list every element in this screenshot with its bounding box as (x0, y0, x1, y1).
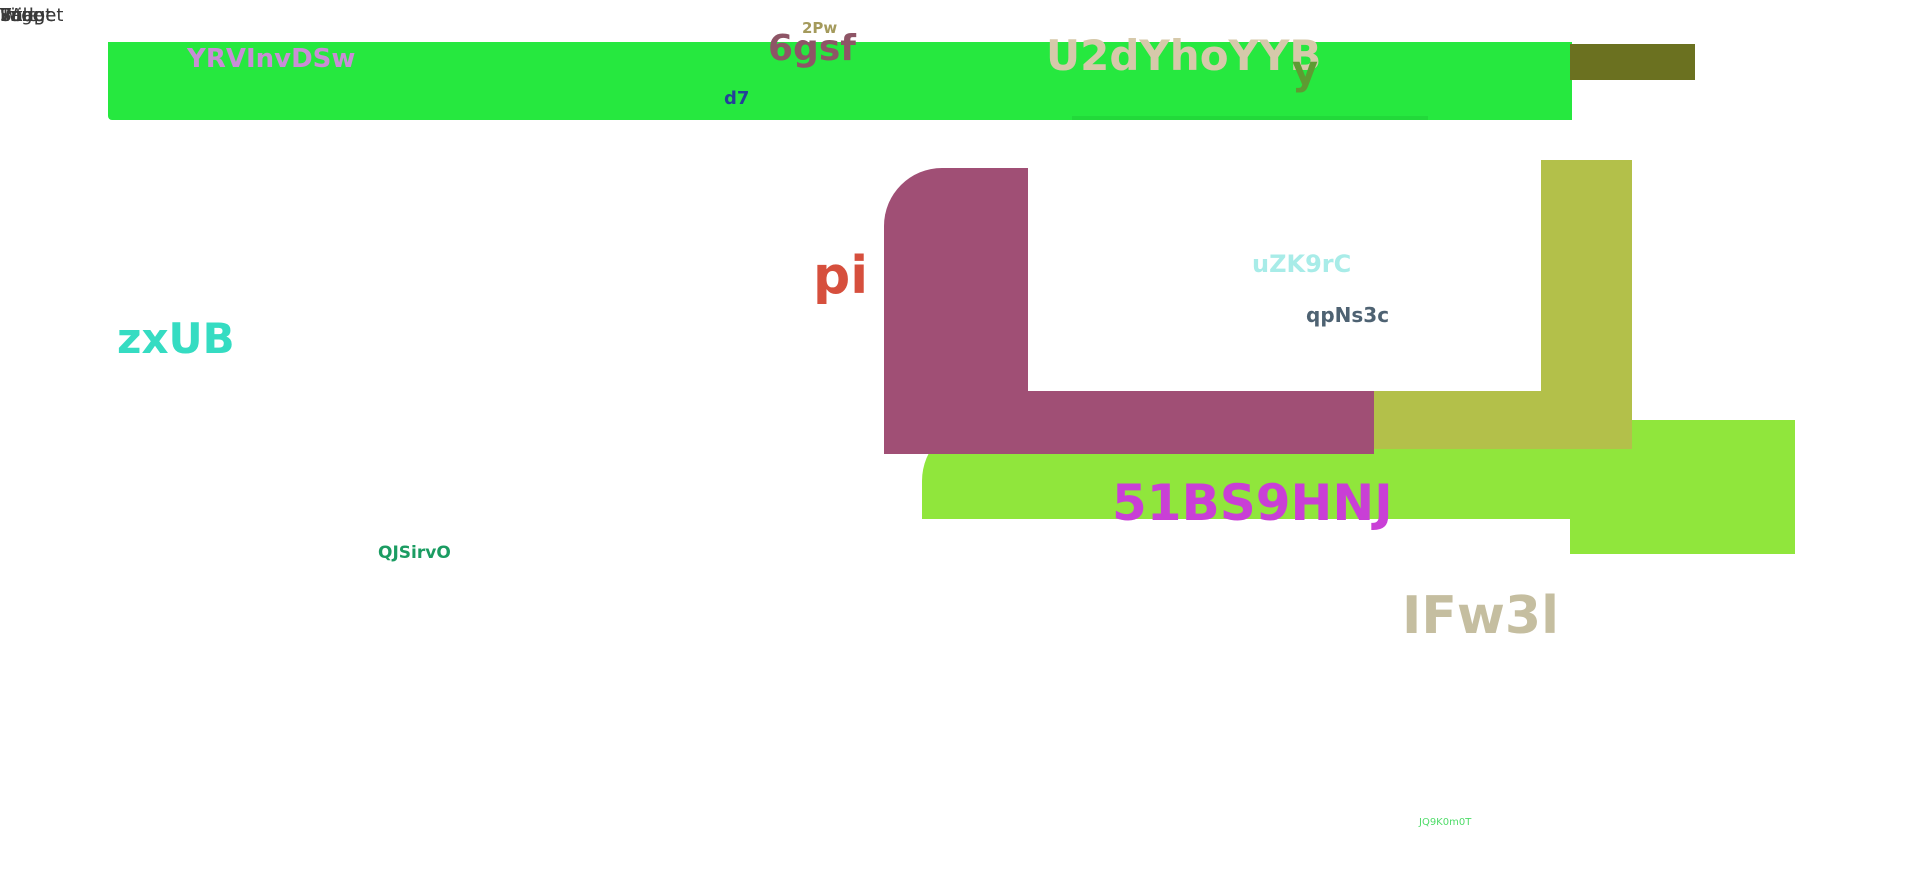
label-y: y (1292, 48, 1319, 94)
label-qjs: QJSirvO (378, 543, 451, 563)
header-tag: Script (0, 5, 53, 26)
label-yrv: YRVInvDSw (187, 44, 356, 74)
olive-box (1570, 44, 1695, 80)
olive-horizontal-bar (1374, 391, 1632, 449)
label-u2d: U2dYhoYYB (1046, 31, 1322, 80)
label-uzk: uZK9rC (1252, 250, 1352, 278)
label-jq9: JQ9K0m0T (1419, 817, 1472, 828)
header-tag: Page (0, 5, 44, 26)
label-6gsf: 6gsf (768, 28, 856, 69)
mauve-horizontal-block (884, 391, 1374, 454)
header-tag: Title (0, 5, 39, 26)
label-pi: pi (813, 246, 869, 306)
label-d7: d7 (724, 88, 750, 109)
label-qpn: qpNs3c (1306, 303, 1390, 327)
header-tag: Widget (0, 5, 64, 26)
green-banner-underline (1072, 116, 1428, 120)
green-banner (108, 42, 1572, 120)
label-51bs: 51BS9HNJ (1112, 474, 1393, 532)
label-2pw: 2Pw (802, 19, 838, 37)
header-tag: Image (0, 5, 57, 26)
label-ifw: IFw3l (1402, 586, 1559, 646)
label-zxub: zxUB (117, 314, 235, 363)
